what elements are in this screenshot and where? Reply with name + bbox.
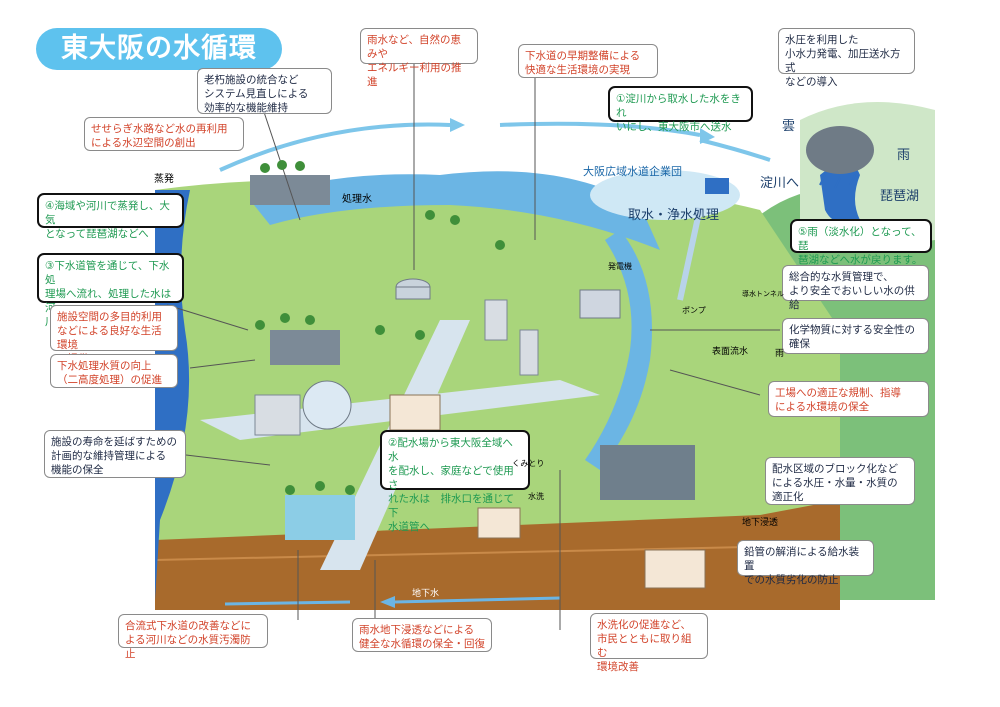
label-power-plant: 発電機 — [608, 262, 632, 271]
callout-multiuse: 施設空間の多目的利用 などによる良好な生活環境 の提供 — [50, 305, 178, 365]
callout-advanced-treatment: 下水処理水質の向上 （二高度処理）の促進 — [50, 354, 178, 388]
evaporation-arrows — [219, 121, 771, 172]
trees — [255, 160, 505, 495]
callout-chemical-safety: 化学物質に対する安全性の 確保 — [782, 318, 929, 354]
water-tank-body — [395, 286, 431, 300]
label-rain: 雨 — [897, 148, 911, 163]
label-biwako: 琵琶湖 — [880, 189, 920, 204]
river-town — [250, 171, 660, 250]
label-suisen: 水洗 — [528, 492, 544, 501]
callout-water-pressure: 水圧を利用した 小水力発電、加圧送水方式 などの導入 — [778, 28, 915, 88]
sewage-plants — [250, 175, 695, 540]
callout-rain-energy: 雨水など、自然の恵みや エネルギー利用の推進 — [360, 28, 478, 88]
label-treated-water: 処理水 — [342, 194, 372, 205]
callout-step5: ⑤雨（淡水化）となって、琵 琶湖などへ水が戻ります。 — [790, 219, 932, 266]
groundwater-arrow-head — [380, 596, 395, 608]
page-title: 東大阪の水循環 — [36, 28, 282, 70]
label-tunnel: 導水トンネル — [742, 290, 784, 298]
callout-stream: せせらぎ水路など水の再利用 による水辺空間の創出 — [84, 117, 244, 151]
callout-infiltration: 雨水地下浸透などによる 健全な水循環の保全・回復 — [352, 618, 492, 652]
leader-lines — [149, 48, 780, 630]
label-pump: ポンプ — [682, 306, 706, 315]
intake-plant-area — [590, 170, 740, 220]
buildings — [254, 289, 706, 589]
callout-block: 配水区域のブロック化など による水圧・水量・水質の 適正化 — [765, 457, 915, 505]
label-osaka-water: 大阪広域水道企業団 — [583, 165, 682, 178]
pipeline — [677, 207, 703, 301]
callout-lead-pipe: 鉛管の解消による給水装置 での水質劣化の防止 — [737, 540, 874, 586]
callout-step4: ④海域や河川で蒸発し、大気 となって琵琶湖などへ — [37, 193, 184, 240]
arrow-head-2 — [700, 128, 715, 144]
callout-aging-facilities: 老朽施設の統合など システム見直しによる 効率的な機能維持 — [197, 68, 332, 114]
label-infiltration: 地下浸透 — [742, 518, 779, 528]
label-rain-2: 雨 — [775, 349, 785, 359]
label-intake: 取水・浄水処理 — [628, 208, 720, 223]
soil-line — [154, 544, 841, 561]
rain-cloud — [806, 126, 874, 174]
solar-panel — [705, 178, 729, 194]
label-cloud: 雲 — [782, 119, 796, 134]
biwako-lake — [820, 162, 860, 224]
label-surface-flow: 表面流水 — [712, 347, 749, 357]
circular-tank — [302, 380, 352, 430]
rain-drops — [819, 174, 856, 189]
label-kumitori: くみとり — [512, 459, 545, 468]
label-groundwater: 地下水 — [412, 589, 440, 599]
callout-flush-toilet: 水洗化の促進など、 市民とともに取り組む 環境改善 — [590, 613, 708, 673]
callout-step2: ②配水場から東大阪全域へ水 を配水し、家庭などで使用さ れた水は 排水口を通じて… — [380, 430, 530, 533]
callout-combined-sewer: 合流式下水道の改善などに よる河川などの水質汚濁防止 — [118, 614, 268, 660]
arrow-head-1 — [450, 118, 465, 132]
river-right — [585, 230, 652, 470]
label-evaporation: 蒸発 — [154, 174, 174, 185]
callout-general-management: 総合的な水質管理で、 より安全でおいしい水の供給 — [782, 265, 929, 311]
label-to-yodo: 淀川へ — [760, 176, 800, 191]
groundwater-arrows — [224, 596, 561, 606]
callout-sewer-early: 下水道の早期整備による 快適な生活環境の実現 — [518, 44, 658, 78]
callout-step1: ①淀川から取水した水をきれ いにし、東大阪市へ送水 — [608, 86, 753, 133]
callout-factory-regulation: 工場への適正な規制、指導 による水環境の保全 — [768, 381, 929, 417]
callout-step3: ③下水道管を通じて、下水処 理場へ流れ、処理した水は河 川や海域へ — [37, 253, 184, 328]
callout-lifespan: 施設の寿命を延ばすための 計画的な維持管理による 機能の保全 — [44, 430, 186, 478]
